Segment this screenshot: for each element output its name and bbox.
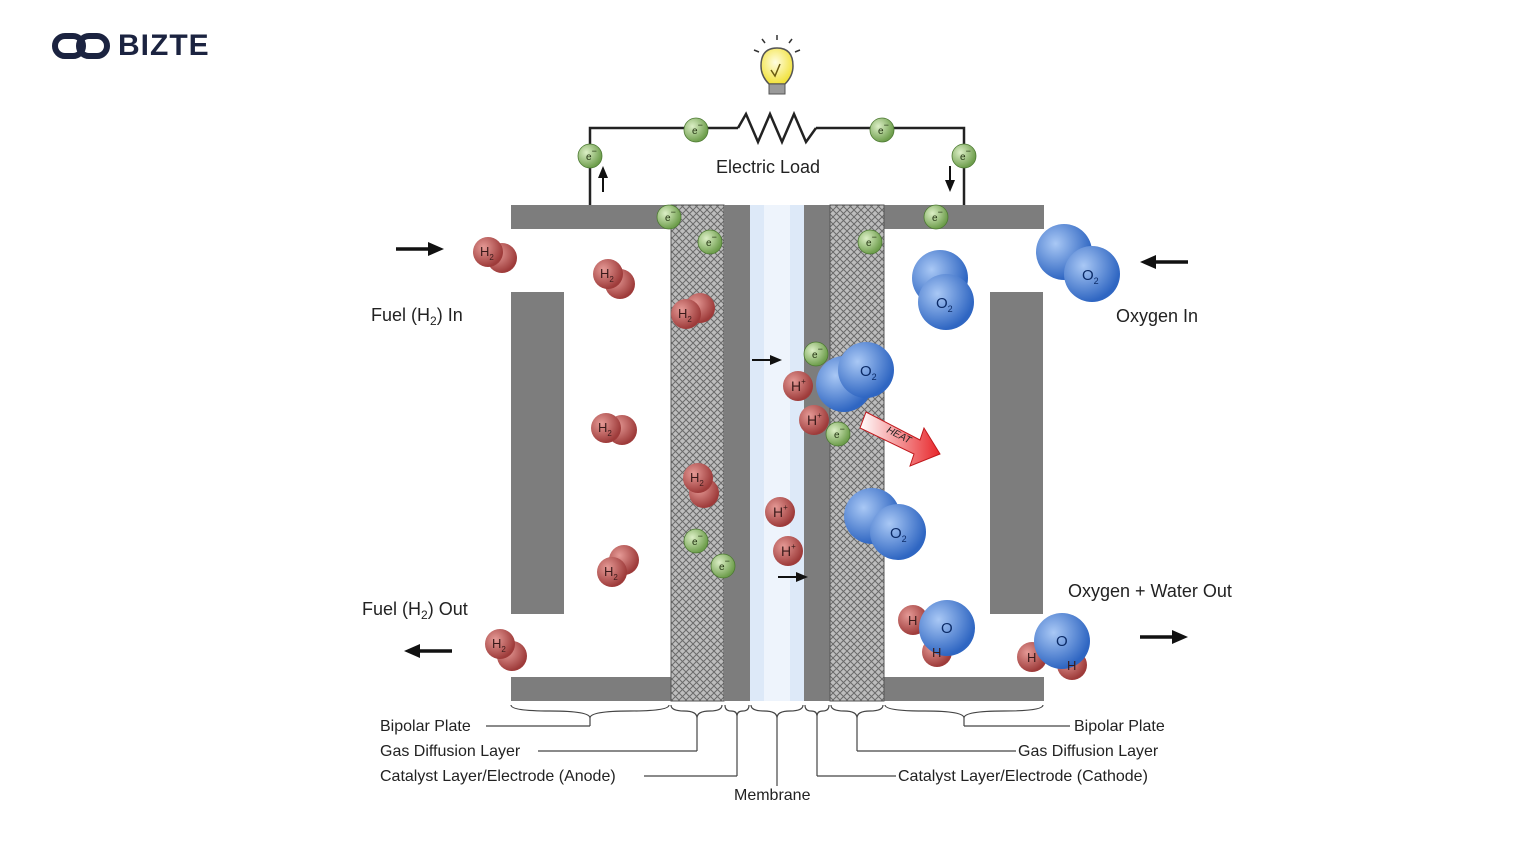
light-bulb-icon (753, 35, 801, 95)
svg-text:H2: H2 (690, 470, 704, 488)
h2-molecule: H2 (593, 259, 635, 299)
electron: e− (803, 341, 829, 367)
svg-text:e−: e− (692, 120, 703, 137)
electron: e− (825, 421, 851, 447)
top-plate-left (511, 205, 671, 229)
gas-diffusion-layer-left-label: Gas Diffusion Layer (380, 743, 521, 760)
h2-molecule: H2 (473, 237, 517, 273)
proton: H+ (773, 536, 803, 566)
protons: H+ H+ H+ H+ (765, 371, 829, 566)
svg-text:H: H (1067, 658, 1076, 673)
electron: e− (683, 528, 709, 554)
resistor-icon (736, 110, 818, 146)
catalyst-cathode-label: Catalyst Layer/Electrode (Cathode) (898, 768, 1148, 785)
svg-text:e−: e− (719, 556, 730, 573)
catalyst-anode-label: Catalyst Layer/Electrode (Anode) (380, 768, 616, 785)
proton: H+ (799, 405, 829, 435)
svg-text:H: H (932, 645, 941, 660)
svg-text:O2: O2 (890, 525, 907, 544)
electron: e− (656, 204, 682, 230)
hydrogen-molecules: H2 H2 H2 H2 H2 H2 H2 (473, 237, 719, 671)
svg-text:e−: e− (932, 207, 943, 224)
svg-text:H+: H+ (791, 377, 806, 394)
electron: e− (923, 204, 949, 230)
svg-text:O: O (941, 620, 953, 637)
svg-text:H2: H2 (678, 306, 692, 324)
proton: H+ (765, 497, 795, 527)
electric-load-label: Electric Load (716, 157, 820, 177)
svg-text:e−: e− (812, 344, 823, 361)
electron: e− (857, 229, 883, 255)
proton: H+ (783, 371, 813, 401)
svg-text:e−: e− (586, 146, 597, 163)
svg-text:H2: H2 (492, 636, 506, 654)
h2-molecule: H2 (485, 629, 527, 671)
gas-diffusion-layer-right-label: Gas Diffusion Layer (1018, 743, 1159, 760)
svg-text:H: H (908, 613, 917, 628)
svg-text:e−: e− (866, 232, 877, 249)
electron: e− (869, 117, 895, 143)
electron: e− (577, 143, 603, 169)
bipolar-plate-right-label: Bipolar Plate (1074, 718, 1165, 735)
svg-text:e−: e− (706, 232, 717, 249)
electron: e− (951, 143, 977, 169)
gas-diffusion-layer-anode (670, 204, 725, 702)
svg-text:e−: e− (960, 146, 971, 163)
electron: e− (697, 229, 723, 255)
brand-name: BIZTE (118, 29, 210, 62)
o2-molecule: O2 (844, 488, 926, 560)
cell-structure (511, 204, 1044, 702)
o2-molecule: O2 (1036, 224, 1120, 302)
o2-molecule: O2 (816, 342, 894, 412)
electron: e− (710, 553, 736, 579)
svg-text:O: O (1056, 633, 1068, 650)
top-plate-right (884, 205, 1044, 229)
oxygen-in-label: Oxygen In (1116, 306, 1198, 326)
membrane-label: Membrane (734, 787, 811, 804)
bottom-plate-left (511, 677, 671, 701)
water-molecule: H O H (1017, 613, 1090, 680)
h2-molecule: H2 (683, 463, 719, 508)
bipolar-plate-left-label: Bipolar Plate (380, 718, 471, 735)
fuel-out-label: Fuel (H2) Out (362, 599, 468, 622)
svg-text:e−: e− (665, 207, 676, 224)
svg-text:H2: H2 (604, 564, 618, 582)
oxygen-molecules: O2 O2 O2 O2 (816, 224, 1120, 560)
cathode-channel-plate (990, 292, 1043, 614)
flow-arrows (396, 166, 1188, 658)
gas-diffusion-layer-cathode (829, 204, 885, 702)
svg-text:H+: H+ (807, 411, 822, 428)
water-molecules: H O H H O H (898, 600, 1090, 680)
svg-text:e−: e− (878, 120, 889, 137)
h2-molecule: H2 (591, 413, 637, 445)
catalyst-layer-cathode (804, 205, 830, 701)
svg-text:O2: O2 (936, 295, 953, 314)
bottom-plate-right (884, 677, 1044, 701)
svg-text:H+: H+ (781, 542, 796, 559)
catalyst-layer-anode (724, 205, 750, 701)
svg-text:O2: O2 (1082, 267, 1099, 286)
fuel-in-label: Fuel (H2) In (371, 305, 463, 328)
o2-molecule: O2 (912, 250, 974, 330)
svg-text:H+: H+ (773, 503, 788, 520)
svg-text:O2: O2 (860, 363, 877, 382)
h2-molecule: H2 (671, 293, 715, 329)
anode-channel-plate (511, 292, 564, 614)
electron: e− (683, 117, 709, 143)
electrons: e− e− e− e− e− e− e− e− e− e− e− e− (577, 117, 977, 579)
leader-lines (486, 704, 1070, 786)
labels: Electric Load Fuel (H2) In Fuel (H2) Out… (362, 157, 1232, 804)
oxygen-water-out-label: Oxygen + Water Out (1068, 581, 1232, 601)
water-molecule: H O H (898, 600, 975, 667)
svg-text:H: H (1027, 650, 1036, 665)
svg-text:H2: H2 (600, 266, 614, 284)
brand-logo: BIZTE (52, 26, 210, 66)
svg-text:e−: e− (692, 531, 703, 548)
svg-text:e−: e− (834, 424, 845, 441)
chain-link-icon (52, 33, 110, 59)
svg-text:H2: H2 (480, 244, 494, 262)
svg-text:H2: H2 (598, 420, 612, 438)
h2-molecule: H2 (597, 545, 639, 587)
